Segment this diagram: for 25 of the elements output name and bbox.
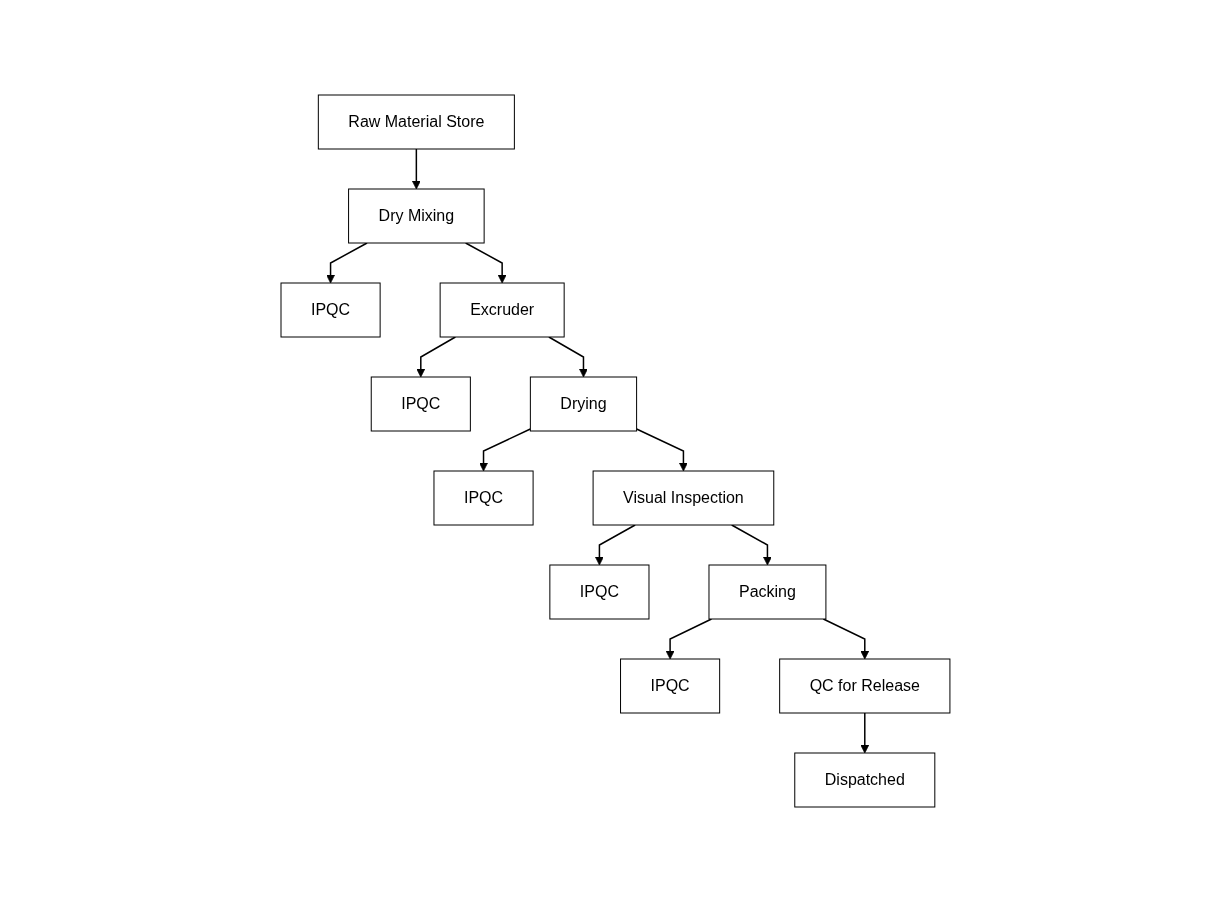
node-box: Excruder bbox=[439, 282, 565, 338]
arrow bbox=[730, 524, 772, 566]
node-box: Visual Inspection bbox=[592, 470, 774, 526]
arrow bbox=[665, 618, 712, 660]
node-box: IPQC bbox=[548, 564, 649, 620]
arrow bbox=[464, 242, 507, 284]
node-box: Dry Mixing bbox=[347, 188, 485, 244]
node-box: Drying bbox=[529, 376, 637, 432]
node-box: IPQC bbox=[619, 658, 720, 714]
node-box: Dispatched bbox=[793, 752, 935, 808]
node-box: Packing bbox=[708, 564, 826, 620]
arrow bbox=[635, 428, 688, 472]
node-box: QC for Release bbox=[778, 658, 950, 714]
arrow bbox=[859, 712, 869, 754]
node-box: IPQC bbox=[433, 470, 534, 526]
node-box: Raw Material Store bbox=[317, 94, 515, 150]
arrow bbox=[411, 148, 421, 190]
arrow bbox=[325, 242, 368, 284]
arrow bbox=[822, 618, 869, 660]
arrow bbox=[547, 336, 588, 378]
arrow bbox=[594, 524, 636, 566]
node-box: IPQC bbox=[370, 376, 471, 432]
arrow bbox=[415, 336, 456, 378]
arrow bbox=[478, 428, 531, 472]
node-box: IPQC bbox=[280, 282, 381, 338]
